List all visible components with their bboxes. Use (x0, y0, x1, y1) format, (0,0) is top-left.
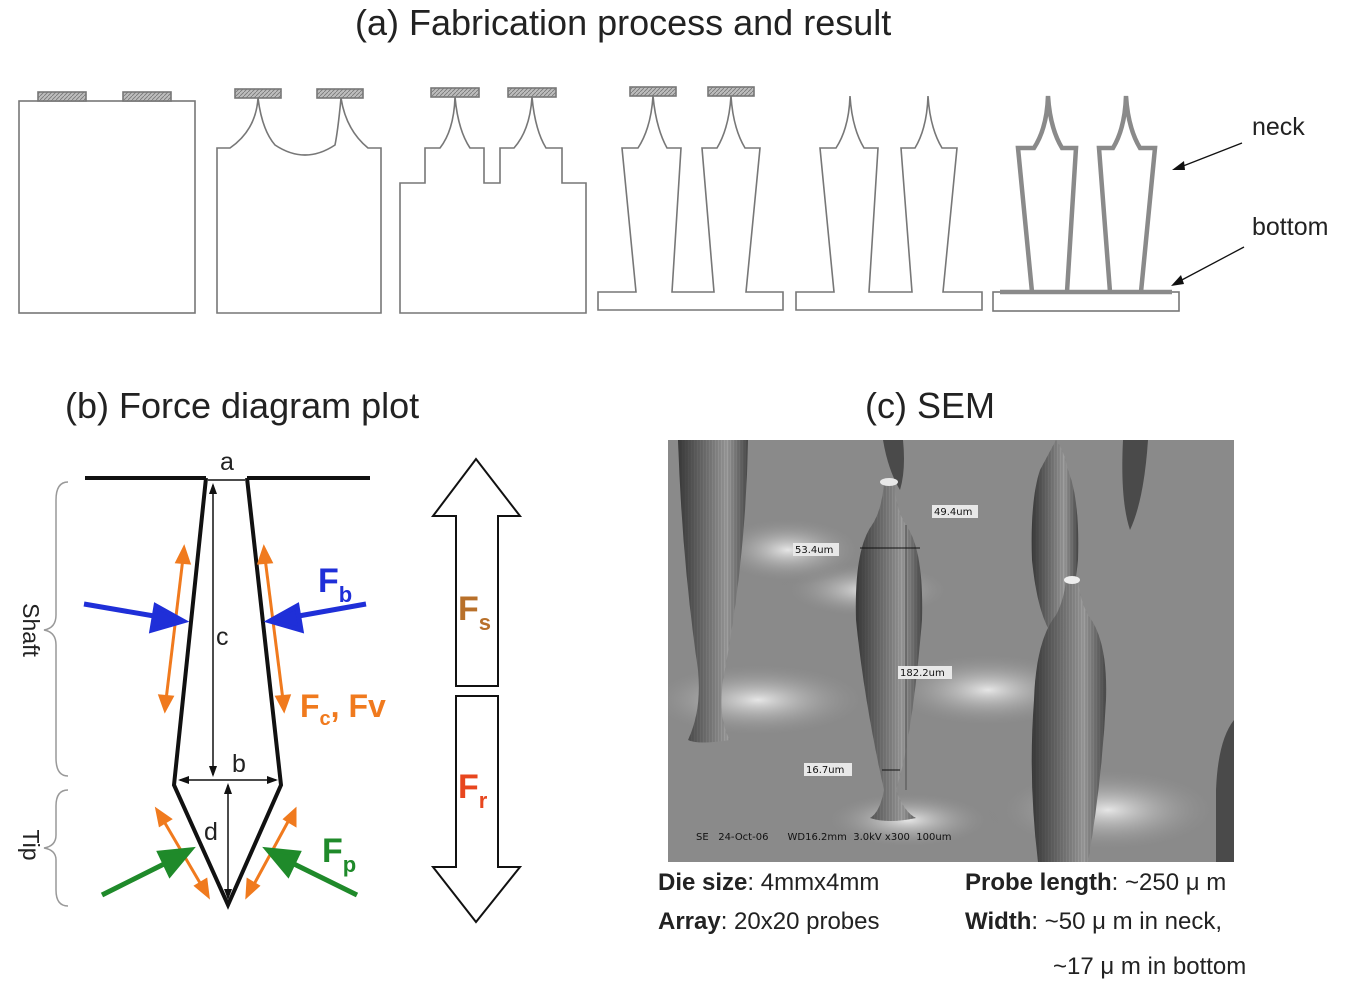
dim-d-label: d (204, 818, 218, 846)
dim-b-label: b (232, 750, 246, 778)
tip-label: Tip (18, 829, 44, 860)
process-step-6 (992, 95, 1180, 312)
process-step-5 (795, 95, 983, 311)
sem-measure-1: 49.4um (934, 507, 972, 518)
sem-measure-4: 16.7um (806, 765, 844, 776)
force-s-label: F (458, 590, 479, 628)
svg-text:Fc, Fv: Fc, Fv (300, 688, 386, 730)
width-label: Width (965, 908, 1032, 935)
sem-measure-2: 53.4um (795, 545, 833, 556)
force-b-sub: b (339, 582, 352, 607)
force-s-sub: s (479, 610, 491, 635)
die-size-value: : 4mmx4mm (747, 869, 880, 896)
dim-c-label: c (216, 623, 229, 651)
svg-text:Fp: Fp (322, 832, 356, 877)
bottom-label: bottom (1252, 213, 1329, 241)
svg-text:Fr: Fr (458, 768, 488, 813)
force-p-sub: p (343, 852, 356, 877)
svg-text:Fb: Fb (318, 562, 352, 607)
force-r-sub: r (479, 788, 488, 813)
bottom-pointer (1177, 246, 1245, 283)
probe-length-label: Probe length (965, 869, 1112, 896)
force-v-label: , Fv (331, 688, 386, 724)
force-r-label: F (458, 768, 479, 806)
neck-label: neck (1252, 113, 1305, 141)
svg-text:Fs: Fs (458, 590, 491, 635)
sem-footer: SE 24-Oct-06 WD16.2mm 3.0kV x300 100um (696, 832, 951, 843)
arrow-up-icon (430, 457, 523, 687)
process-step-3 (399, 87, 587, 314)
process-step-4 (597, 86, 784, 311)
array-spec: Array: 20x20 probes (658, 908, 880, 936)
panel-b-title: (b) Force diagram plot (65, 385, 420, 426)
force-c-sub: c (320, 708, 331, 730)
force-p-label: F (322, 832, 343, 870)
neck-pointer (1177, 142, 1243, 169)
panel-a-title: (a) Fabrication process and result (355, 2, 892, 43)
dim-a-label: a (220, 448, 234, 476)
force-b-label: F (318, 562, 339, 600)
panel-c-title: (c) SEM (865, 385, 995, 426)
width-value: : ~50 μ m in neck, (1031, 908, 1223, 935)
array-label: Array (658, 908, 721, 935)
arrow-down-icon (430, 695, 523, 924)
probe-length-value: : ~250 μ m (1111, 869, 1227, 896)
width-spec: Width: ~50 μ m in neck, (965, 908, 1222, 936)
array-value: : 20x20 probes (720, 908, 880, 935)
die-size-label: Die size (658, 869, 748, 896)
force-diagram: Fb Fc, Fv Fp Fs Fr a c b d Shaft Tip (18, 448, 523, 924)
process-step-1 (18, 91, 196, 314)
sem-measure-3: 182.2um (900, 668, 945, 679)
sem-image: 49.4um 53.4um 182.2um 16.7um SE 24-Oct-0… (668, 440, 1234, 862)
force-c-label: F (300, 688, 320, 724)
shaft-label: Shaft (18, 603, 44, 657)
width-spec-line2: ~17 μ m in bottom (1053, 953, 1247, 980)
die-size-spec: Die size: 4mmx4mm (658, 869, 879, 897)
process-step-2 (216, 88, 382, 314)
probe-length-spec: Probe length: ~250 μ m (965, 869, 1226, 897)
